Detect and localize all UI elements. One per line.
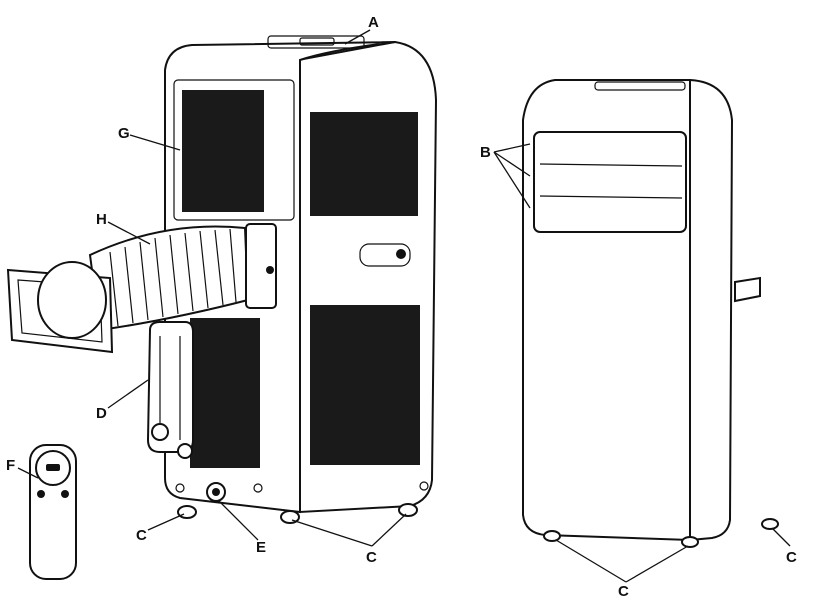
label-b: B bbox=[480, 144, 491, 161]
hose-connector bbox=[245, 223, 277, 309]
right-unit-side-panel bbox=[689, 78, 734, 542]
side-upper-grille bbox=[310, 112, 418, 216]
caster bbox=[280, 510, 300, 524]
right-unit bbox=[522, 78, 779, 548]
drain-hose bbox=[146, 321, 194, 453]
left-unit bbox=[6, 35, 438, 524]
label-g: G bbox=[118, 125, 130, 142]
remote-control bbox=[29, 444, 77, 580]
label-c-far-right: C bbox=[786, 549, 797, 566]
top-control-panel bbox=[267, 35, 365, 49]
label-c-mid: C bbox=[366, 549, 377, 566]
side-lower-grille bbox=[310, 305, 420, 465]
label-d: D bbox=[96, 405, 107, 422]
caster bbox=[398, 503, 418, 517]
label-c-right: C bbox=[618, 583, 629, 600]
caster bbox=[177, 505, 197, 519]
label-h: H bbox=[96, 211, 107, 228]
label-a: A bbox=[368, 14, 379, 31]
back-lower-grille bbox=[190, 318, 260, 468]
upper-filter-grille bbox=[182, 90, 264, 212]
air-outlet-louvers bbox=[533, 131, 687, 233]
label-e: E bbox=[256, 539, 266, 556]
label-c-left: C bbox=[136, 527, 147, 544]
side-handle bbox=[359, 243, 411, 267]
right-top-control-panel bbox=[594, 81, 686, 91]
callout-lines bbox=[17, 29, 791, 583]
right-unit-handle bbox=[734, 276, 761, 303]
upper-filter-frame bbox=[173, 79, 295, 221]
label-f: F bbox=[6, 457, 15, 474]
